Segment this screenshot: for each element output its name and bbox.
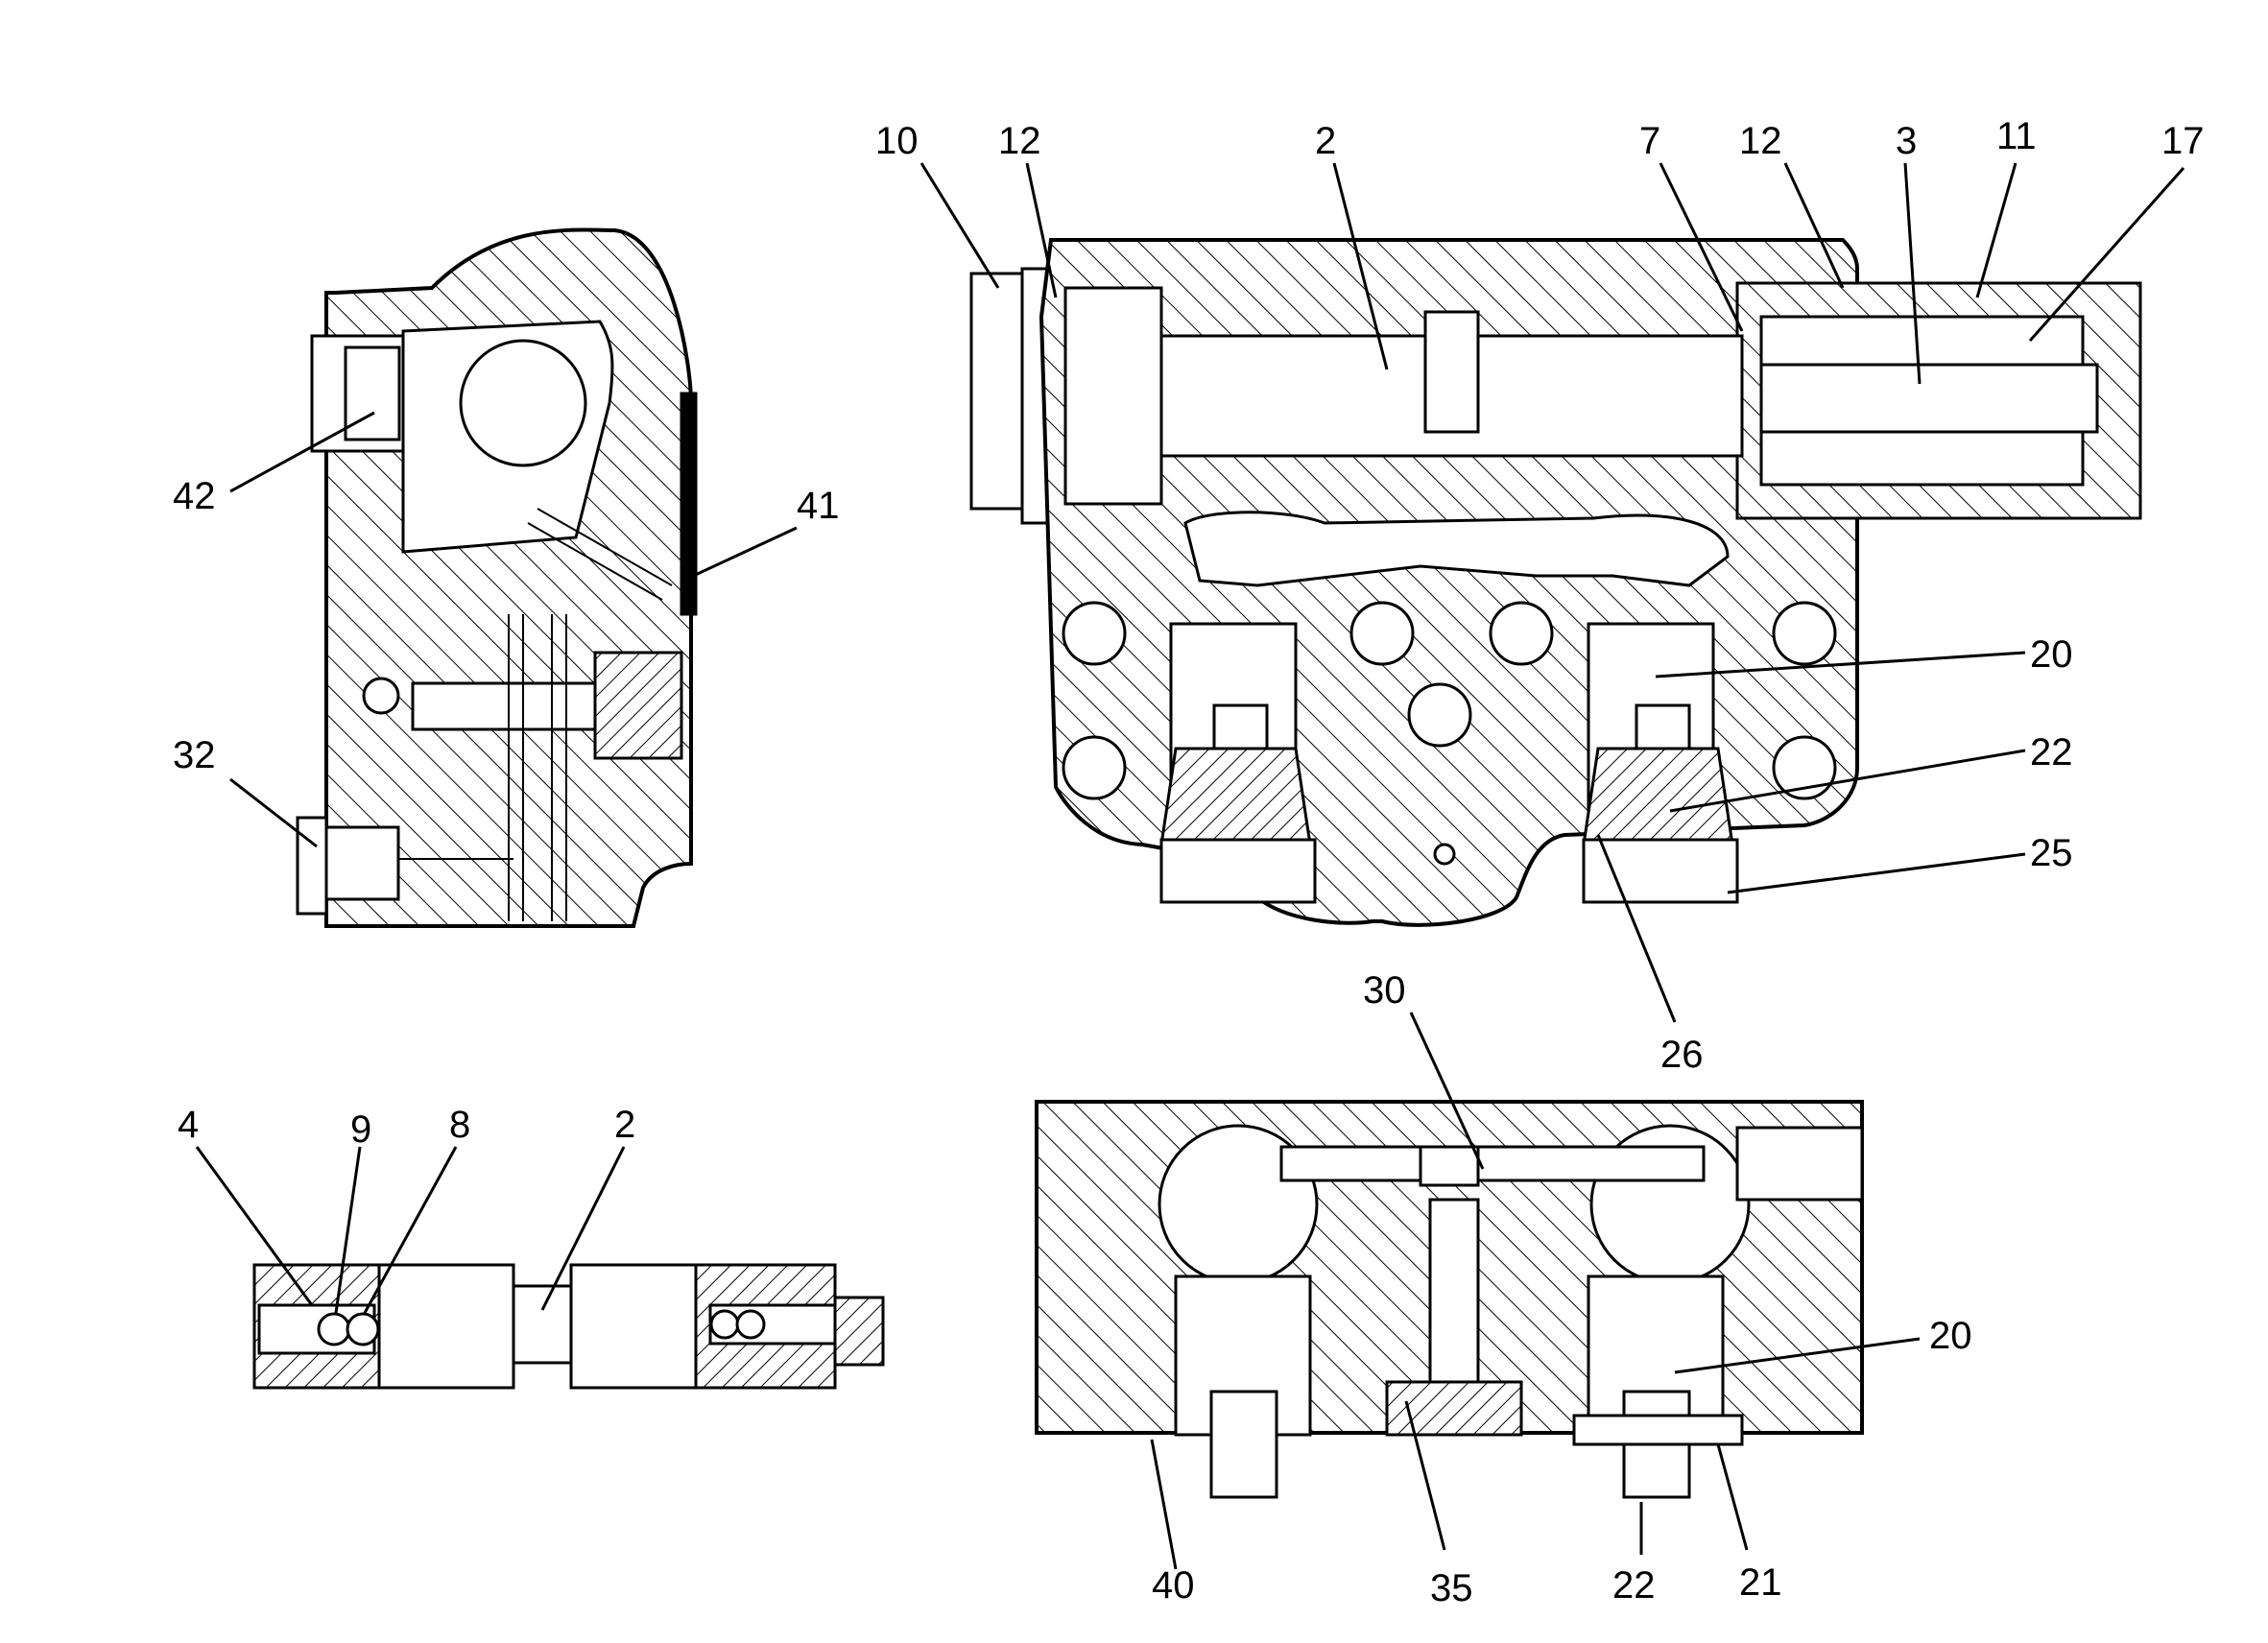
callout-4: 4 [178,1104,199,1146]
spool-body-left [377,1263,515,1390]
ball-right-2 [735,1309,766,1340]
lower-left-spool-detail-view: 4 9 8 2 [178,1104,885,1390]
callout-12a: 12 [998,120,1041,162]
leader-3 [1903,162,1922,385]
bolt-hole-5 [1407,682,1472,748]
plug-left-25 [1159,838,1317,904]
callout-7: 7 [1639,120,1660,162]
leader-7 [1659,162,1744,332]
small-port-circle [362,677,400,715]
leader-8 [363,1146,458,1314]
callout-10: 10 [875,120,919,162]
leader-41 [688,526,798,580]
callout-3: 3 [1896,120,1917,162]
check-valve-fitting [593,651,683,760]
ball-9 [317,1312,351,1346]
callout-30: 30 [1363,969,1406,1012]
bolt-hole-3 [1349,601,1415,666]
leader-20-lower [1674,1337,1921,1374]
leader-26 [1596,834,1677,1023]
bolt-hole-2 [1062,735,1127,800]
callout-22-lower: 22 [1612,1564,1656,1607]
leader-25 [1727,852,2026,894]
ball-8 [346,1312,380,1346]
bolt-hole-7 [1772,735,1837,800]
drilled-passage-diagonal-2 [537,508,673,586]
leader-17 [2028,167,2185,342]
leader-9 [334,1146,362,1314]
callout-40: 40 [1152,1564,1195,1607]
spool-stem-3 [1759,363,2099,434]
leader-12b [1783,162,1845,289]
callout-22: 22 [2030,731,2073,774]
bolt-hole-6 [1772,601,1837,666]
callout-11: 11 [1996,115,2037,157]
leader-11 [1975,162,2017,298]
callout-20: 20 [2030,633,2073,676]
seat-right-22 [1582,747,1734,846]
drilled-passage-diagonal [527,522,663,601]
callout-42: 42 [173,475,216,517]
callout-26: 26 [1660,1034,1704,1076]
leader-12a [1025,162,1058,298]
spool-center-neck [1423,310,1480,434]
callout-32: 32 [173,734,216,776]
bolt-hole-4 [1489,601,1554,666]
callout-12b: 12 [1739,120,1782,162]
relief-valve-head-30 [1419,1145,1480,1187]
leader-30 [1409,1012,1485,1170]
lower-right-section-view: 30 20 40 35 22 21 [1035,969,1972,1609]
side-fitting [1735,1126,1864,1202]
callout-41: 41 [797,485,840,527]
ball-right-1 [709,1309,740,1340]
callout-8: 8 [449,1104,470,1146]
check-left-inner [1209,1390,1278,1499]
seat-left-22 [1159,747,1312,846]
lower-galley [1183,511,1730,587]
port-plug-42-inner [344,345,401,441]
leader-2 [1332,162,1389,370]
leader-10 [919,162,1000,289]
upper-right-section-view: 10 12 2 7 12 3 11 17 20 22 25 26 [875,115,2205,1076]
upper-left-section-view: 42 41 32 [173,227,840,928]
leader-4 [195,1146,314,1306]
port-plug-32 [296,816,328,916]
relief-valve-stack [1428,1198,1480,1393]
spool-land-left [1063,286,1163,506]
leader-2-lower [540,1146,626,1311]
passage-top [1279,1145,1706,1182]
leader-42 [229,411,375,493]
spool-extension [833,1296,885,1367]
bolt-hole-1 [1062,601,1127,666]
side-plate-41 [680,392,698,616]
leader-20 [1655,651,2026,679]
plug-right-25 [1582,838,1739,904]
callout-2-lower: 2 [614,1104,635,1146]
callout-17: 17 [2161,120,2205,162]
callout-25: 25 [2030,832,2073,874]
callout-35: 35 [1430,1567,1473,1609]
spool-body-right [569,1263,698,1390]
callout-2: 2 [1315,120,1336,162]
small-hole [1433,843,1456,866]
leader-32 [229,777,318,848]
leader-35 [1404,1400,1446,1551]
callout-21: 21 [1739,1561,1782,1604]
leader-21 [1716,1443,1749,1551]
bore-circle [459,339,587,467]
callout-20-lower: 20 [1929,1315,1972,1357]
sleeve-21 [1572,1414,1744,1446]
spool-neck [512,1284,573,1365]
callout-9: 9 [350,1108,371,1151]
leader-22 [1669,749,2026,813]
leader-40 [1150,1439,1178,1570]
port-plug-32-inner [324,825,400,901]
